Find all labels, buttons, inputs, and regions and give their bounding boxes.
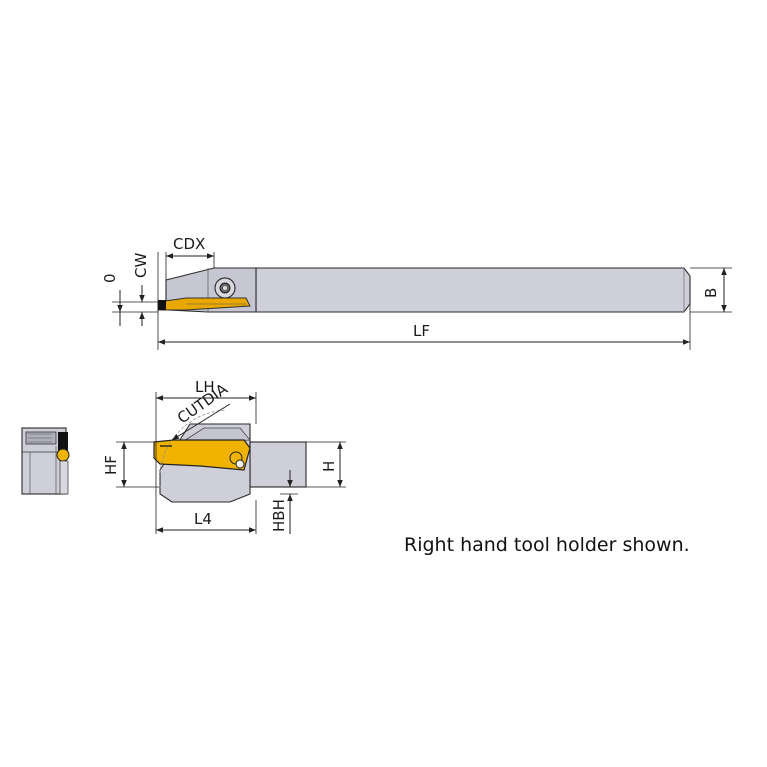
b-label: B: [702, 288, 720, 298]
zero-label: 0: [101, 273, 119, 283]
hf-label: HF: [102, 455, 120, 475]
side-view: LH CUTDIA HF L4 H HBH: [102, 378, 346, 534]
lh-label: LH: [195, 378, 215, 396]
lf-label: LF: [413, 322, 430, 340]
top-view: CDX CW 0 LF B: [101, 235, 732, 350]
caption: Right hand tool holder shown.: [404, 534, 690, 556]
clamp-screw-icon: [214, 277, 236, 299]
shank-body: [255, 267, 691, 313]
cw-label: CW: [132, 253, 150, 278]
l4-label: L4: [194, 510, 212, 528]
cdx-label: CDX: [173, 235, 205, 253]
side-shank: [249, 441, 307, 488]
front-view: [21, 427, 70, 495]
hbh-label: HBH: [270, 499, 288, 532]
h-label: H: [320, 461, 338, 472]
